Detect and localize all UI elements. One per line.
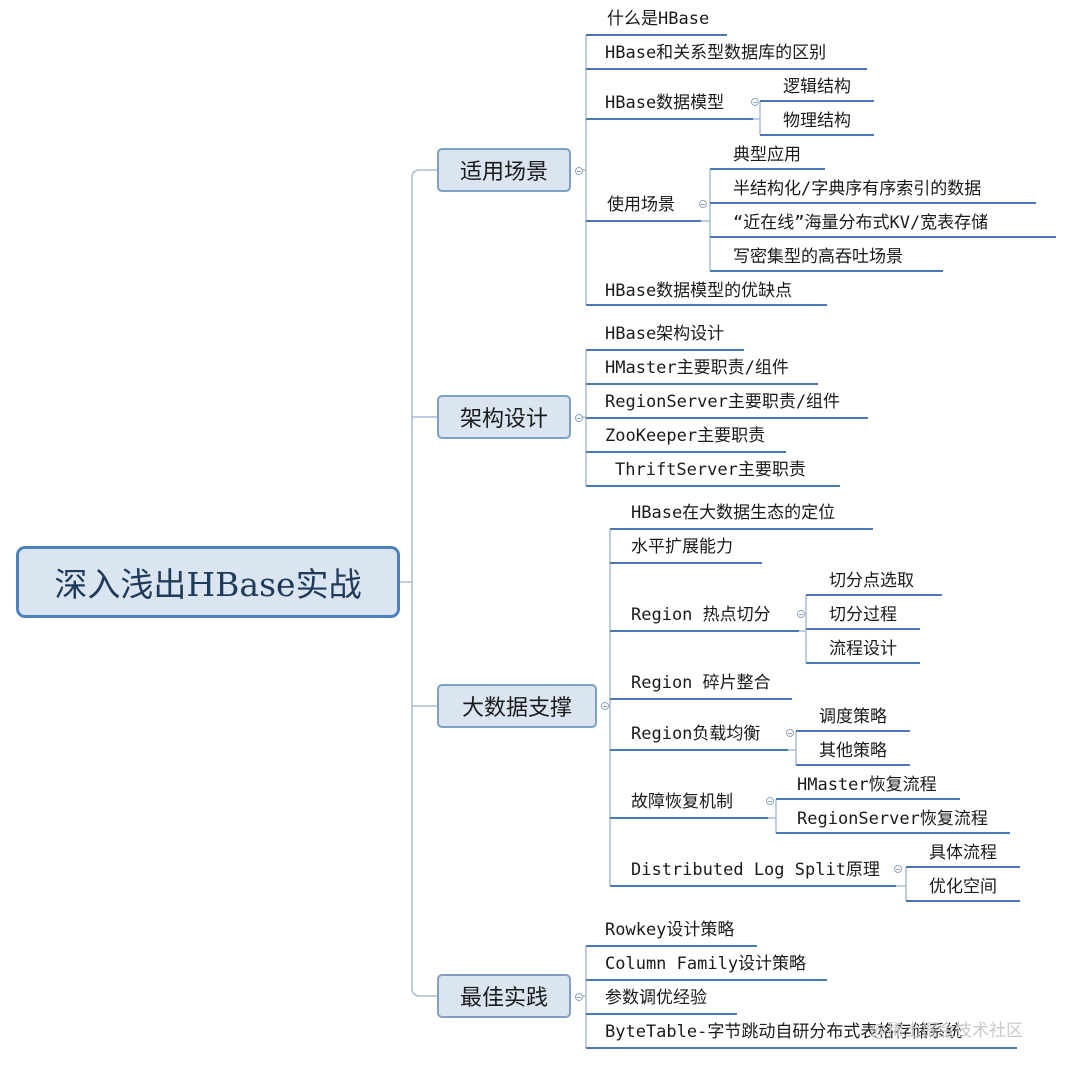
branch-node-architecture[interactable]: 架构设计 — [437, 395, 571, 439]
branch-node-best-practice[interactable]: 最佳实践 — [437, 974, 571, 1018]
collapse-toggle-data-model[interactable] — [751, 98, 759, 106]
topic-parameter-tuning[interactable]: 参数调优经验 — [605, 988, 707, 1008]
topic-what-is-hbase[interactable]: 什么是HBase — [607, 9, 710, 29]
topic-hbase-architecture[interactable]: HBase架构设计 — [605, 324, 725, 344]
topic-horizontal-scaling[interactable]: 水平扩展能力 — [631, 537, 733, 557]
subtopic-flow-design[interactable]: 流程设计 — [829, 639, 897, 659]
topic-region-hotspot-split[interactable]: Region 热点切分 — [631, 605, 771, 625]
subtopic-near-online-kv[interactable]: “近在线”海量分布式KV/宽表存储 — [733, 213, 989, 233]
subtopic-split-process[interactable]: 切分过程 — [829, 605, 897, 625]
collapse-toggle-architecture[interactable] — [575, 414, 583, 422]
topic-regionserver-duties[interactable]: RegionServer主要职责/组件 — [605, 392, 841, 412]
collapse-toggle-balancing[interactable] — [786, 729, 794, 737]
trunk-line — [411, 169, 437, 997]
topic-region-merge[interactable]: Region 碎片整合 — [631, 673, 771, 693]
subtopic-concrete-flow[interactable]: 具体流程 — [929, 843, 997, 863]
collapse-toggle-big-data[interactable] — [601, 702, 609, 710]
subtopic-other-strategy[interactable]: 其他策略 — [819, 741, 887, 761]
topic-use-cases[interactable]: 使用场景 — [607, 195, 675, 215]
topic-distributed-log-split[interactable]: Distributed Log Split原理 — [631, 860, 880, 880]
subtopic-physical-structure[interactable]: 物理结构 — [783, 111, 851, 131]
collapse-toggle-hotspot-split[interactable] — [797, 610, 805, 618]
topic-failure-recovery[interactable]: 故障恢复机制 — [631, 792, 733, 812]
branch-node-big-data[interactable]: 大数据支撑 — [437, 684, 597, 728]
subtopic-semi-structured-data[interactable]: 半结构化/字典序有序索引的数据 — [733, 179, 982, 199]
topic-data-model-pros-cons[interactable]: HBase数据模型的优缺点 — [605, 281, 793, 301]
topic-zookeeper-duties[interactable]: ZooKeeper主要职责 — [605, 426, 766, 446]
subtopic-write-intensive[interactable]: 写密集型的高吞吐场景 — [733, 247, 903, 267]
collapse-toggle-log-split[interactable] — [894, 865, 902, 873]
topic-hmaster-duties[interactable]: HMaster主要职责/组件 — [605, 358, 789, 378]
root-node[interactable]: 深入浅出HBase实战 — [16, 546, 400, 618]
collapse-toggle-recovery[interactable] — [766, 797, 774, 805]
topic-hbase-vs-rdbms[interactable]: HBase和关系型数据库的区别 — [605, 43, 827, 63]
subtopic-hmaster-recovery[interactable]: HMaster恢复流程 — [797, 775, 937, 795]
subtopic-scheduling-strategy[interactable]: 调度策略 — [819, 707, 887, 727]
topic-hbase-data-model[interactable]: HBase数据模型 — [605, 93, 725, 113]
subtopic-optimization-space[interactable]: 优化空间 — [929, 877, 997, 897]
topic-column-family-design[interactable]: Column Family设计策略 — [605, 954, 807, 974]
collapse-toggle-best-practice[interactable] — [575, 993, 583, 1001]
topic-rowkey-design[interactable]: Rowkey设计策略 — [605, 920, 735, 940]
subtopic-split-point[interactable]: 切分点选取 — [829, 571, 914, 591]
topic-region-balancing[interactable]: Region负载均衡 — [631, 724, 761, 744]
collapse-toggle-use-cases[interactable] — [699, 200, 707, 208]
subtopic-logical-structure[interactable]: 逻辑结构 — [783, 77, 851, 97]
subtopic-typical-application[interactable]: 典型应用 — [733, 145, 801, 165]
watermark: @稀土掘金技术社区 — [870, 1021, 1023, 1041]
topic-hbase-positioning[interactable]: HBase在大数据生态的定位 — [631, 503, 836, 523]
branch-node-scenarios[interactable]: 适用场景 — [437, 148, 571, 192]
topic-thriftserver-duties[interactable]: ThriftServer主要职责 — [615, 460, 806, 480]
collapse-toggle-scenarios[interactable] — [575, 167, 583, 175]
subtopic-regionserver-recovery[interactable]: RegionServer恢复流程 — [797, 809, 988, 829]
topic-bytetable[interactable]: ByteTable-字节跳动自研分布式表格存储系统 — [605, 1022, 963, 1042]
